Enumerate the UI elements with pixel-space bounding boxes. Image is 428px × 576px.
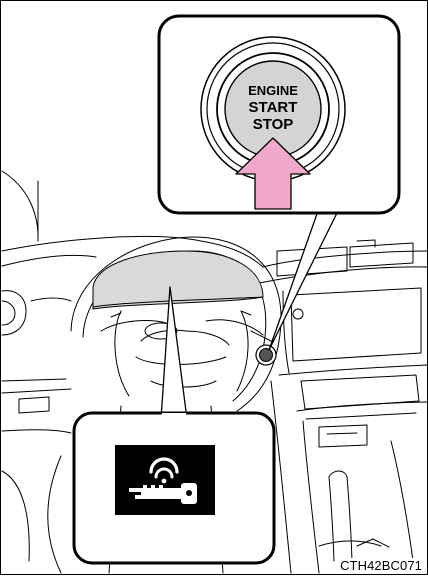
figure-code: CTH42BC071 [338, 558, 424, 573]
button-label-stop: STOP [253, 116, 294, 133]
key-indicator-light [115, 445, 215, 515]
button-label-start: START [249, 99, 298, 116]
callout-leaders [161, 211, 338, 419]
button-label-engine: ENGINE [248, 83, 298, 98]
dashboard-start-button [256, 345, 276, 365]
